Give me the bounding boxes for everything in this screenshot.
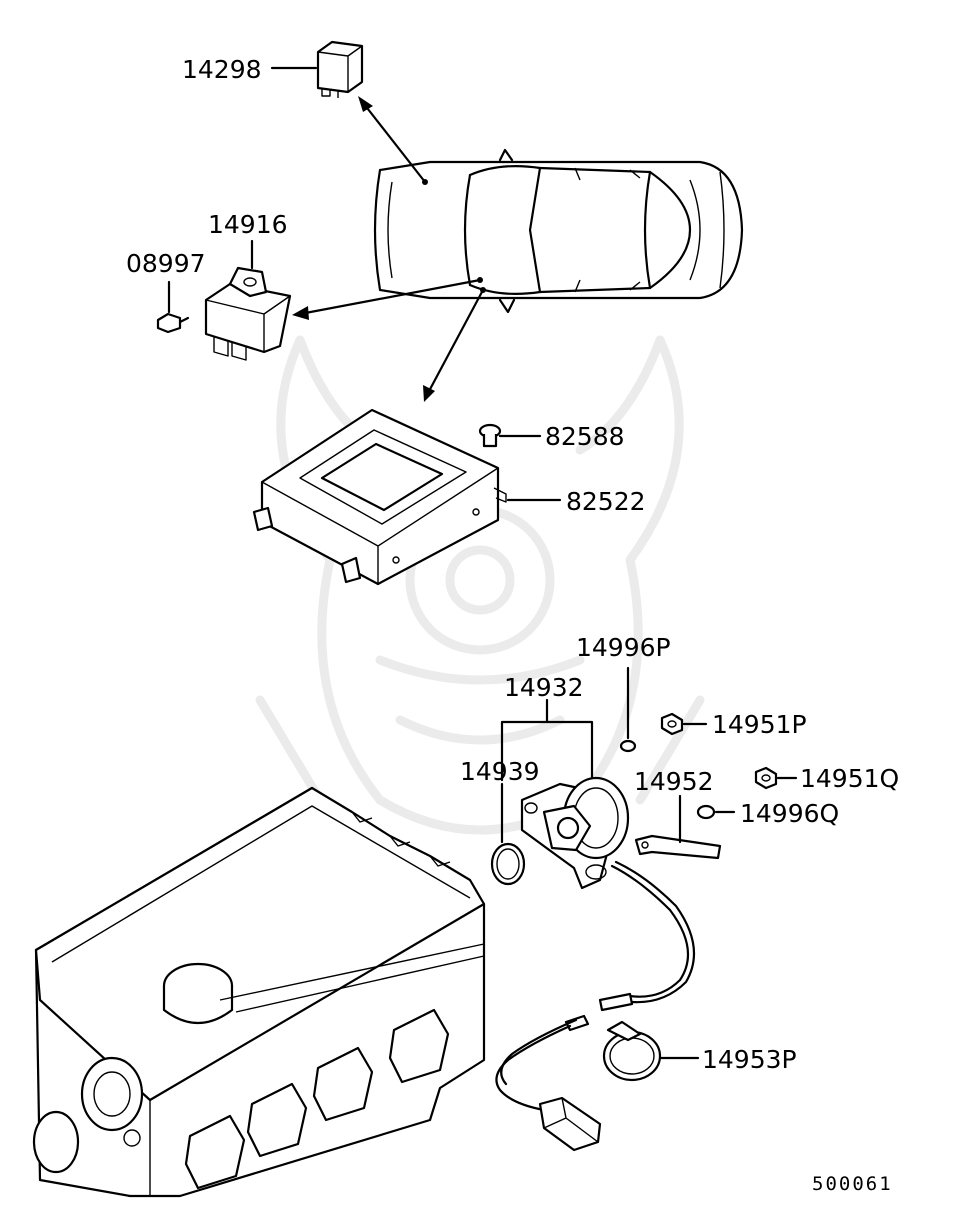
sensor-assembly-part[interactable] — [520, 776, 630, 890]
label-sensor-assembly: 14932 — [504, 673, 584, 702]
label-module-bolt: 08997 — [126, 249, 206, 278]
label-nut-q: 14951Q — [800, 764, 899, 793]
o-ring-part[interactable] — [490, 842, 526, 886]
module-bolt-part[interactable] — [156, 312, 190, 334]
hose-clamp-part[interactable] — [602, 1020, 662, 1082]
label-o-ring: 14939 — [460, 757, 540, 786]
label-ecu-box: 82522 — [566, 487, 646, 516]
wire-harness — [495, 860, 696, 1152]
leader-sensor-assembly — [500, 698, 594, 782]
engine-cylinder-head — [32, 786, 486, 1198]
module-bracket-part[interactable] — [204, 266, 292, 361]
label-ecu-screw: 82588 — [545, 422, 625, 451]
label-bracket-strip: 14952 — [634, 767, 714, 796]
watermark-emblem — [255, 335, 705, 835]
nut-p-part[interactable] — [660, 712, 684, 736]
bracket-strip-part[interactable] — [634, 834, 722, 860]
label-relay-top: 14298 — [182, 55, 262, 84]
label-nut-p: 14951P — [712, 710, 807, 739]
label-washer-q: 14996Q — [740, 799, 839, 828]
nut-q-part[interactable] — [754, 766, 778, 790]
diagram-reference-number: 500061 — [812, 1173, 893, 1195]
washer-q-part[interactable] — [696, 804, 716, 820]
label-module-bracket: 14916 — [208, 210, 288, 239]
label-hose-clamp: 14953P — [702, 1045, 797, 1074]
car-top-view — [373, 148, 744, 314]
relay-top-part[interactable] — [316, 40, 364, 98]
label-washer-p: 14996P — [576, 633, 671, 662]
ecu-box-part[interactable] — [252, 408, 507, 586]
locator-arrows — [292, 96, 486, 402]
ecu-screw-part[interactable] — [478, 423, 502, 448]
washer-p-part[interactable] — [619, 739, 637, 753]
